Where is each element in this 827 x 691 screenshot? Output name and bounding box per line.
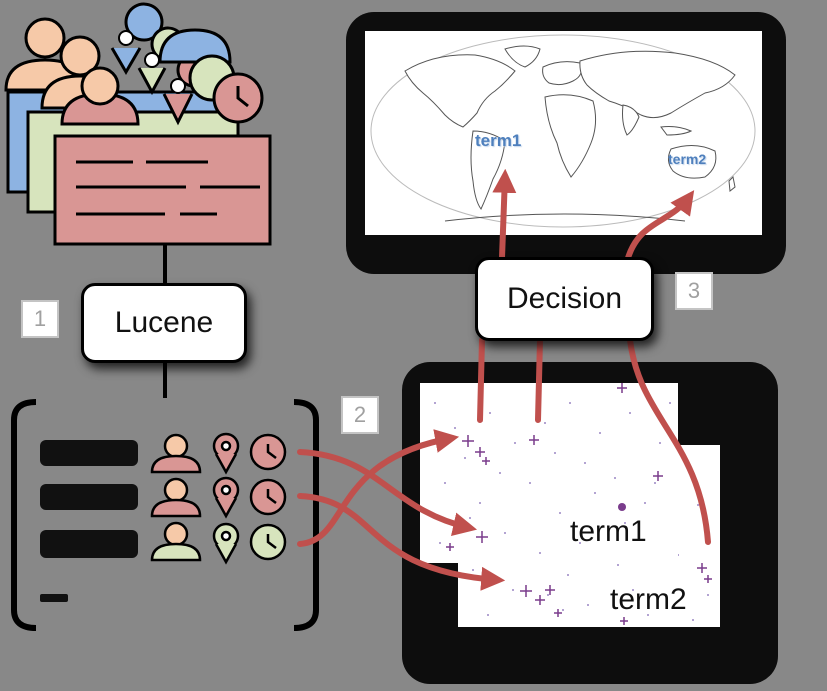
map-term2-label: term2 (668, 151, 707, 167)
scatter-term1-label: term1 (570, 515, 647, 548)
step-2-marker: 2 (341, 396, 379, 434)
scatter-term2-label: term2 (610, 583, 687, 616)
arrow-decision-term2 (625, 190, 695, 261)
term-row-icons (150, 432, 287, 565)
scatter-term1-drawing (434, 383, 671, 554)
term-list (40, 440, 138, 602)
term-row-ellipsis (40, 594, 68, 602)
decision-input-2 (535, 337, 543, 423)
decision-input-3 (627, 337, 711, 545)
arrow-term-row-2 (297, 493, 506, 591)
right-bracket (293, 399, 319, 631)
lucene-box: Lucene (81, 283, 247, 363)
arrow-term-row-3 (297, 429, 460, 547)
left-bracket (11, 399, 37, 631)
term-row-1-redacted (40, 440, 138, 466)
world-map-drawing (370, 34, 756, 228)
decision-input-1 (477, 337, 485, 423)
arrow-decision-term1 (492, 168, 517, 261)
user-icon (4, 17, 140, 126)
document-stack (6, 90, 272, 246)
term-row-2-redacted (40, 484, 138, 510)
map-term1-label: term1 (475, 131, 522, 150)
flow-arrows (297, 168, 711, 591)
world-map: term1 term2 (365, 31, 762, 235)
clock-icon (158, 28, 264, 124)
decision-box: Decision (475, 257, 654, 341)
arrow-term-row-1 (297, 449, 478, 537)
term-row-3-redacted (40, 530, 138, 558)
step-3-marker: 3 (675, 272, 713, 310)
step-1-marker: 1 (21, 300, 59, 338)
